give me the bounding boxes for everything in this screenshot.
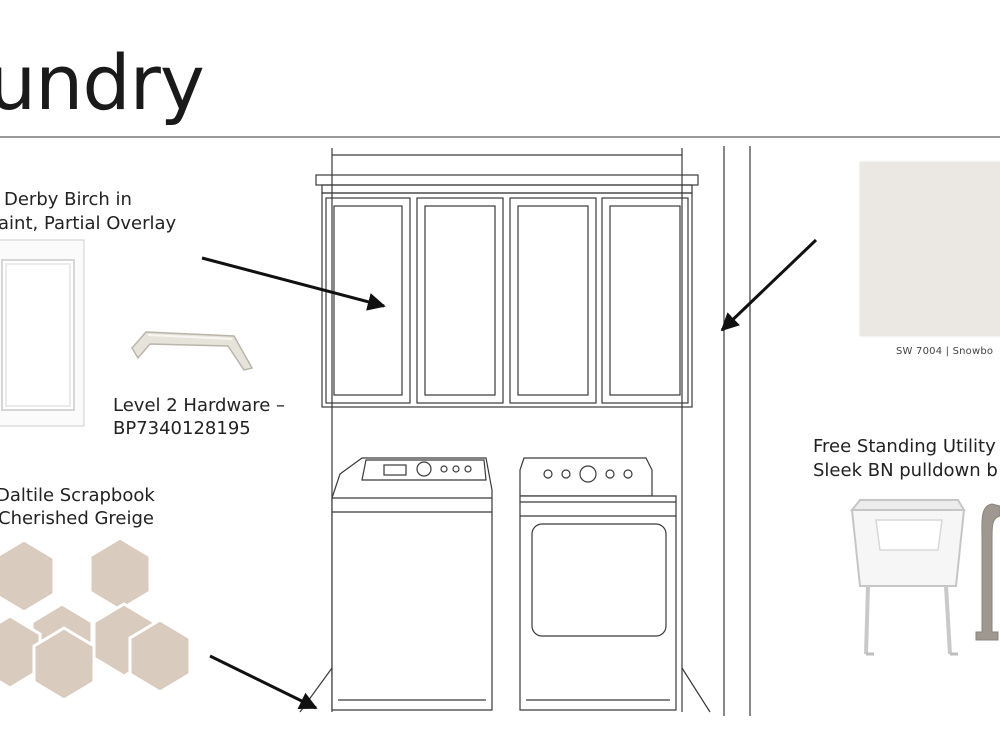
utility-caption-line1: Free Standing Utility: [813, 436, 996, 457]
utility-sink-image: [849, 499, 966, 656]
paint-swatch: [860, 162, 1000, 336]
hex-tile-sample: [0, 538, 192, 702]
cabinet-pull-image: [131, 331, 254, 371]
paint-swatch-label: SW 7004 | Snowbo: [896, 346, 994, 357]
hardware-caption-line2: BP7340128195: [113, 418, 251, 439]
cabinet-caption-line2: aint, Partial Overlay: [0, 213, 177, 234]
page-title: undry: [0, 38, 205, 127]
tile-caption-line1: Daltile Scrapbook: [0, 485, 155, 506]
hardware-caption-line1: Level 2 Hardware –: [113, 395, 286, 416]
cabinet-caption-line1: Derby Birch in: [4, 189, 132, 210]
utility-caption-line2: Sleek BN pulldown b: [813, 460, 998, 481]
title-divider: [0, 136, 1000, 138]
cabinet-door-sample: [0, 239, 85, 427]
pulldown-faucet-image: [975, 503, 1000, 641]
tile-caption-line2: Cherished Greige: [0, 508, 154, 529]
